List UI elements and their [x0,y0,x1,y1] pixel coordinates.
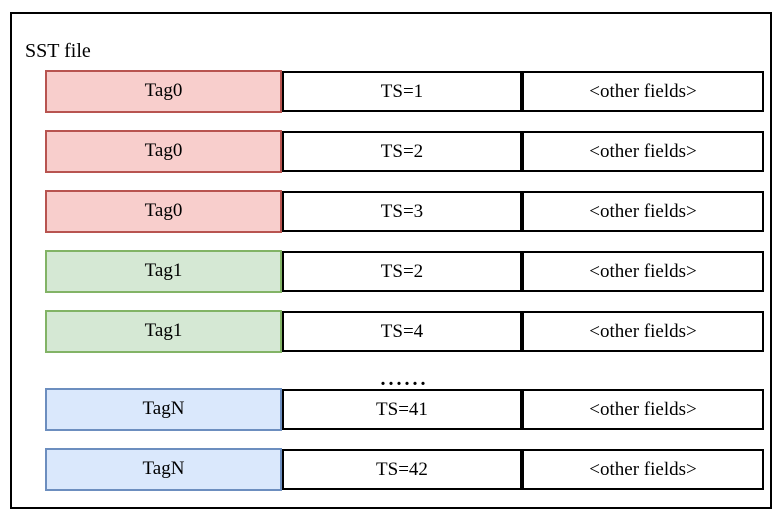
timestamp-cell: TS=2 [282,251,522,292]
sst-file-container: SST file Tag0 TS=1 <other fields> Tag0 T… [10,12,772,509]
other-fields-cell: <other fields> [522,131,764,172]
other-fields-cell: <other fields> [522,311,764,352]
sst-record-row: TagN TS=42 <other fields> [45,448,764,491]
other-fields-cell: <other fields> [522,71,764,112]
sst-record-row: Tag1 TS=2 <other fields> [45,250,764,293]
tag-cell: Tag1 [45,250,282,293]
tag-cell: TagN [45,448,282,491]
sst-record-row: Tag0 TS=1 <other fields> [45,70,764,113]
timestamp-cell: TS=4 [282,311,522,352]
tag-cell: TagN [45,388,282,431]
timestamp-cell: TS=42 [282,449,522,490]
tag-cell: Tag1 [45,310,282,353]
sst-record-row: TagN TS=41 <other fields> [45,388,764,431]
other-fields-cell: <other fields> [522,389,764,430]
tag-cell: Tag0 [45,190,282,233]
timestamp-cell: TS=2 [282,131,522,172]
timestamp-cell: TS=1 [282,71,522,112]
other-fields-cell: <other fields> [522,251,764,292]
sst-file-title: SST file [25,40,91,62]
ellipsis-rows-omitted: ...... [380,368,429,390]
sst-record-row: Tag0 TS=2 <other fields> [45,130,764,173]
other-fields-cell: <other fields> [522,191,764,232]
timestamp-cell: TS=3 [282,191,522,232]
timestamp-cell: TS=41 [282,389,522,430]
tag-cell: Tag0 [45,70,282,113]
tag-cell: Tag0 [45,130,282,173]
other-fields-cell: <other fields> [522,449,764,490]
sst-record-row: Tag1 TS=4 <other fields> [45,310,764,353]
sst-record-row: Tag0 TS=3 <other fields> [45,190,764,233]
